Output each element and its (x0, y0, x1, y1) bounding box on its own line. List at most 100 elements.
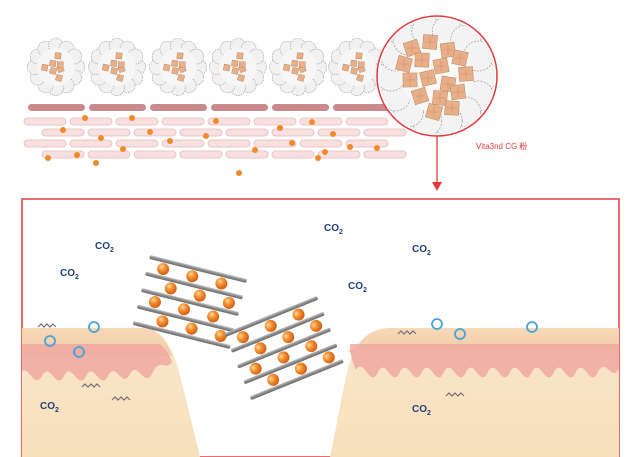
cell-brick (345, 117, 389, 126)
particle-sheet-left (133, 255, 247, 349)
co2-bubble-icon (431, 318, 443, 330)
rod (149, 255, 247, 283)
particle-dot (374, 145, 380, 151)
particle-dot (45, 155, 51, 161)
co2-label: CO2 (412, 244, 431, 257)
co2-bubble-icon (526, 321, 538, 333)
particle-dot (129, 115, 135, 121)
collagen-cluster-row (27, 38, 386, 96)
particle-ball (322, 351, 335, 364)
callout-arrow-head (432, 182, 442, 191)
cell-brick (271, 150, 315, 159)
cell-layer-top (28, 104, 390, 111)
collagen-cluster-icon (209, 38, 267, 96)
cell-brick (69, 139, 113, 148)
particle-ball (305, 340, 318, 353)
particle-ball (186, 270, 199, 283)
particle-sheet-right (224, 296, 344, 400)
particle-dot (147, 129, 153, 135)
wave-squiggles (37, 323, 465, 401)
papillae-left (22, 344, 172, 381)
wave-squiggle-icon (445, 392, 465, 397)
skin-right (330, 328, 619, 457)
co2-bubble-icon (73, 346, 85, 358)
wave-squiggle-icon (111, 396, 131, 401)
particle-dot (277, 125, 283, 131)
cell-brick (317, 128, 361, 137)
cell-brick (23, 139, 67, 148)
rod (243, 343, 338, 384)
particle-ball (277, 351, 290, 364)
particle-ball (292, 308, 305, 321)
particle-ball (215, 277, 228, 290)
cell-brick (69, 117, 113, 126)
particle-ball (310, 319, 323, 332)
particle-dot (309, 119, 315, 125)
particle-ball (178, 303, 191, 316)
particle-dot (315, 155, 321, 161)
cell-brick (23, 117, 67, 126)
collagen-cluster-icon (88, 38, 146, 96)
cell-layer-bricks (23, 117, 407, 159)
particle-ball (148, 296, 161, 309)
cell-brick (253, 117, 297, 126)
cell-pill (333, 104, 390, 111)
rod (137, 304, 235, 333)
co2-label: CO2 (95, 241, 114, 254)
cell-brick (225, 128, 269, 137)
wave-squiggle-icon (397, 330, 417, 335)
particle-ball (193, 289, 206, 302)
co2-label: CO2 (348, 281, 367, 294)
cell-brick (179, 150, 223, 159)
particle-ball (207, 310, 220, 323)
particle-dot (330, 131, 336, 137)
co2-bubble-icon (454, 328, 466, 340)
skin-left (22, 328, 200, 457)
particle-ball (294, 362, 307, 375)
particle-dot (82, 115, 88, 121)
cell-pill (150, 104, 207, 111)
cell-brick (271, 128, 315, 137)
cell-brick (87, 128, 131, 137)
particle-ball (222, 296, 235, 309)
falling-particles (45, 115, 380, 176)
particle-ball (264, 319, 277, 332)
particle-ball (236, 331, 249, 344)
cell-brick (363, 128, 407, 137)
cell-brick (115, 139, 159, 148)
co2-label: CO2 (324, 223, 343, 236)
co2-bubble-icon (88, 321, 100, 333)
rod (133, 321, 231, 349)
wound-panel: CO2 CO2 CO2 CO2 CO2 CO2 CO2 (21, 198, 620, 457)
particle-dot (74, 152, 80, 158)
wave-squiggle-icon (81, 383, 101, 388)
particle-ball (185, 322, 198, 335)
particle-dot (347, 144, 353, 150)
cell-brick (133, 128, 177, 137)
top-skin-section (23, 38, 407, 176)
particle-ball (249, 362, 262, 375)
particle-dot (60, 127, 66, 133)
particle-dot (93, 160, 99, 166)
rod (230, 312, 325, 353)
collagen-cluster-icon (27, 38, 85, 96)
rod (141, 288, 239, 316)
cell-brick (225, 150, 269, 159)
co2-label: CO2 (412, 404, 431, 417)
wave-squiggle-icon (37, 323, 57, 328)
cell-brick (253, 139, 297, 148)
particle-dot (236, 170, 242, 176)
particle-dot (120, 146, 126, 152)
papillae-right (350, 344, 619, 378)
collagen-cluster-icon (269, 38, 327, 96)
cell-brick (179, 128, 223, 137)
particle-ball (156, 315, 169, 328)
particle-ball (214, 329, 227, 342)
particle-dot (322, 149, 328, 155)
cell-pill (272, 104, 329, 111)
rod (145, 271, 243, 300)
particle-dot (289, 140, 295, 146)
